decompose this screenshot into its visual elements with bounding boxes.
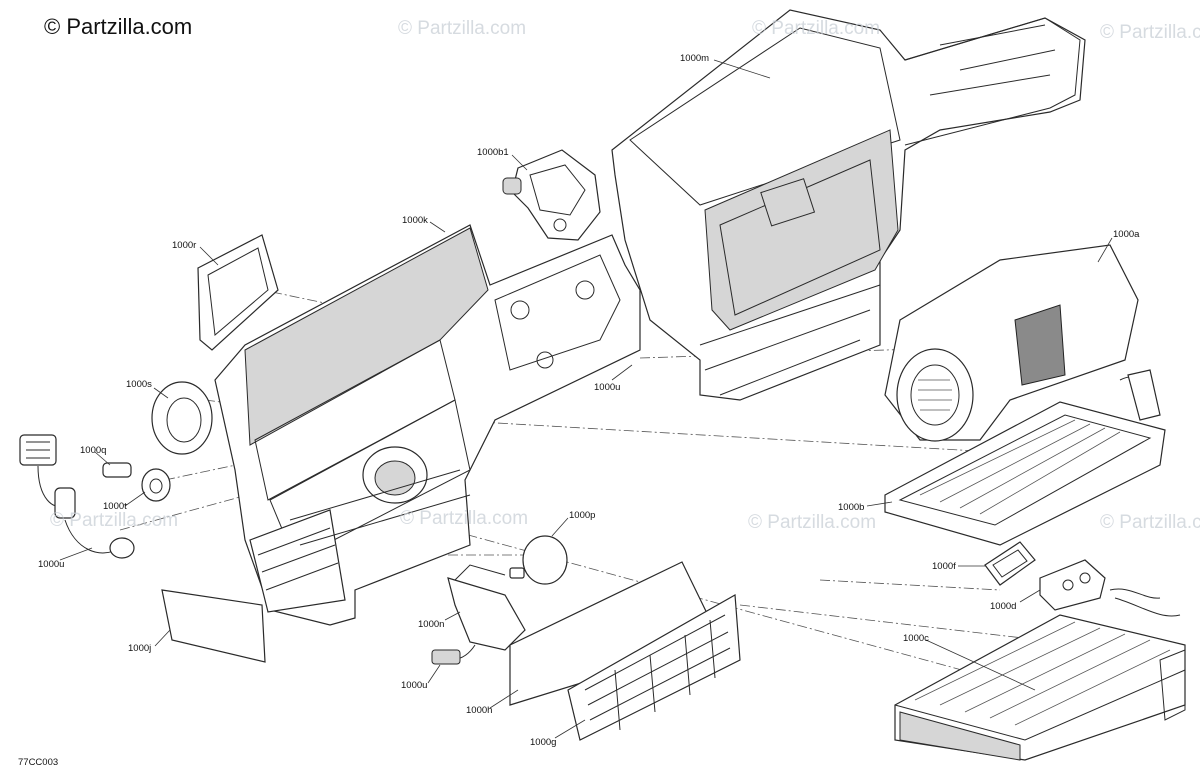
- watermark: © Partzilla.com: [50, 510, 179, 531]
- seal-ring-1000s: [151, 381, 213, 455]
- sensor-1000q: [102, 462, 132, 478]
- callout-1000n: 1000n: [418, 619, 445, 630]
- callout-1000m: 1000m: [680, 53, 710, 64]
- actuator-1000n: [431, 564, 526, 665]
- watermark: © Partzilla.com: [400, 508, 529, 529]
- filter-pad-1000j: [161, 589, 266, 663]
- evaporator-1000c: [894, 614, 1186, 761]
- callout-1000u: 1000u: [401, 680, 428, 691]
- watermark: © Partzilla.com: [1100, 512, 1200, 533]
- callout-1000t: 1000t: [103, 501, 127, 512]
- heater-core-1000b: [884, 401, 1166, 546]
- callout-1000p: 1000p: [569, 510, 596, 521]
- callout-1000k: 1000k: [402, 215, 428, 226]
- callout-1000r: 1000r: [172, 240, 197, 251]
- callout-1000a: 1000a: [1113, 229, 1140, 240]
- callout-1000s: 1000s: [126, 379, 152, 390]
- callout-1000g: 1000g: [530, 737, 557, 748]
- blower-1000a: [884, 244, 1161, 442]
- cap-1000p: [509, 535, 568, 585]
- wire-harness-1000u: [19, 434, 135, 559]
- callout-1000f: 1000f: [932, 561, 956, 572]
- drawing-code: 77CC003: [18, 757, 59, 768]
- callout-1000b1: 1000b1: [477, 147, 509, 158]
- watermark: © Partzilla.com: [748, 512, 877, 533]
- upper-housing-1000m: [611, 9, 1086, 401]
- grille-1000g: [567, 594, 741, 741]
- grommet-1000t: [141, 468, 171, 502]
- watermark: © Partzilla.com: [752, 18, 881, 39]
- callout-1000j: 1000j: [128, 643, 152, 654]
- leader-lines: [59, 59, 1113, 739]
- callout-1000d: 1000d: [990, 601, 1017, 612]
- callout-1000h: 1000h: [466, 705, 493, 716]
- callout-1000u: 1000u: [594, 382, 621, 393]
- callout-1000q: 1000q: [80, 445, 107, 456]
- main-housing-1000k: [214, 224, 641, 626]
- watermark: © Partzilla.com: [398, 18, 527, 39]
- callout-1000u: 1000u: [38, 559, 65, 570]
- callout-1000b: 1000b: [838, 502, 865, 513]
- callout-1000c: 1000c: [903, 633, 929, 644]
- gasket-1000r: [197, 234, 279, 351]
- valve-block-1000d: [1039, 559, 1181, 617]
- gasket-1000f: [984, 541, 1036, 586]
- actuator-1000b1: [502, 149, 601, 241]
- copyright-text: © Partzilla.com: [44, 14, 193, 39]
- watermark: © Partzilla.com: [1100, 22, 1200, 43]
